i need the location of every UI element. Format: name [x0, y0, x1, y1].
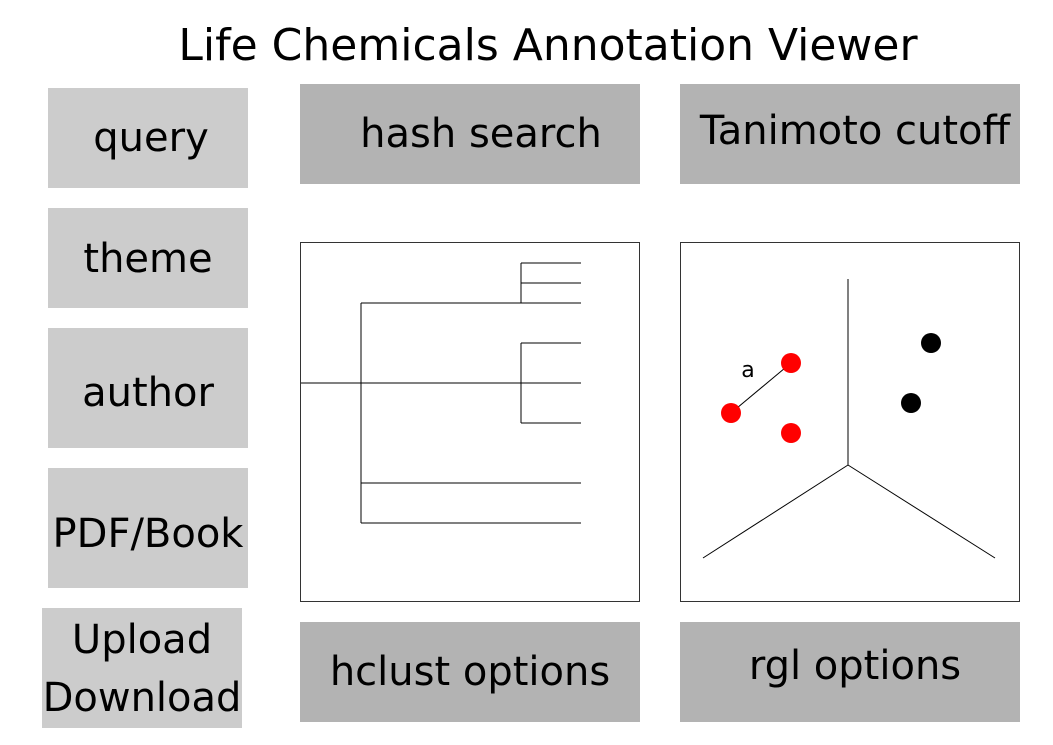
dendrogram-lower-cluster: [361, 482, 581, 524]
axis-left: [702, 464, 849, 559]
dendrogram-middle-cluster: [520, 342, 581, 424]
axis-right: [847, 464, 996, 559]
scatter-3d-panel[interactable]: a: [680, 242, 1020, 602]
upload-label: Upload: [71, 617, 213, 663]
red-point: [781, 353, 801, 373]
rgl-options-button[interactable]: rgl options: [680, 622, 1020, 722]
black-point: [901, 393, 921, 413]
red-point: [781, 423, 801, 443]
dendrogram-graphic: [301, 262, 581, 524]
page-title: Life Chemicals Annotation Viewer: [178, 20, 918, 71]
pdf-book-button[interactable]: PDF/Book: [48, 468, 248, 588]
red-point: [721, 403, 741, 423]
query-button[interactable]: query: [48, 88, 248, 188]
theme-button[interactable]: theme: [48, 208, 248, 308]
dendrogram-panel[interactable]: [300, 242, 640, 602]
black-point: [921, 333, 941, 353]
hash-search-button[interactable]: hash search: [300, 84, 640, 184]
upload-download-button[interactable]: Upload Download: [42, 608, 242, 728]
point-label: a: [741, 358, 754, 383]
scatter-3d-graphic: a: [702, 279, 996, 559]
hclust-options-button[interactable]: hclust options: [300, 622, 640, 722]
distance-line: [730, 362, 792, 414]
tanimoto-cutoff-button[interactable]: Tanimoto cutoff: [680, 84, 1020, 184]
author-button[interactable]: author: [48, 328, 248, 448]
dendrogram-upper-cluster: [361, 262, 581, 304]
download-label: Download: [42, 675, 242, 721]
